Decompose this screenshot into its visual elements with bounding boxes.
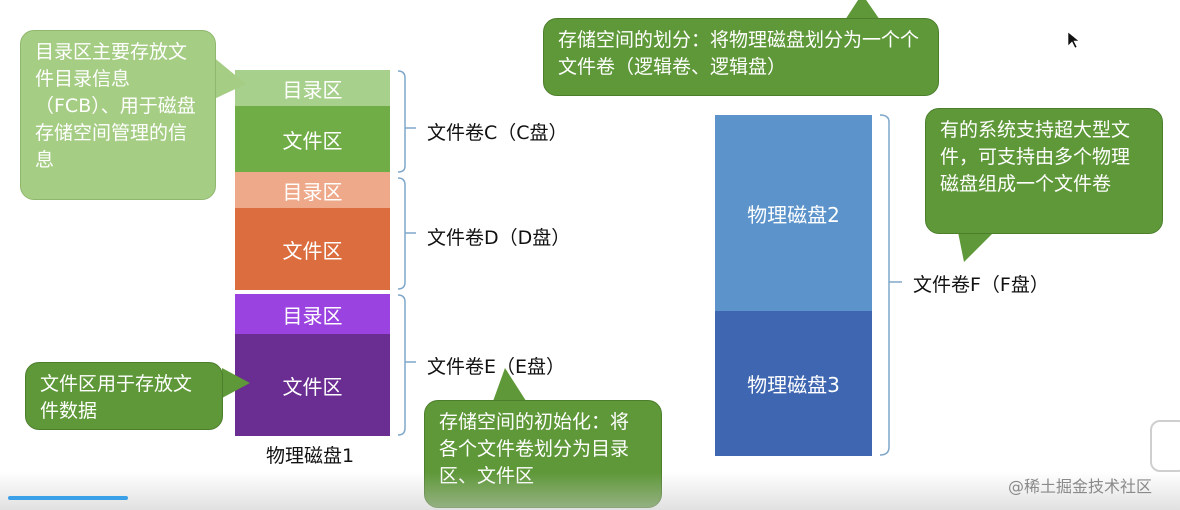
- physical-disk-1: 目录区 文件区 目录区 文件区 目录区 文件区: [235, 70, 390, 436]
- side-panel-icon[interactable]: [1150, 420, 1180, 472]
- disk1-label: 物理磁盘1: [266, 445, 355, 467]
- watermark: @稀土掘金技术社区: [1008, 477, 1153, 496]
- physical-disk-2: 物理磁盘2: [715, 115, 872, 311]
- volume-e-label: 文件卷E（E盘）: [427, 356, 566, 378]
- tail-large-file: [958, 232, 994, 262]
- disk1-segment-d-dir: 目录区: [235, 172, 390, 208]
- callout-large-file: 有的系统支持超大型文件，可支持由多个物理磁盘组成一个文件卷: [925, 108, 1163, 234]
- bracket-volume-e: [397, 294, 406, 436]
- callout-partition: 存储空间的划分：将物理磁盘划分为一个个文件卷（逻辑卷、逻辑盘）: [543, 18, 939, 96]
- disk1-segment-e-file: 文件区: [235, 334, 390, 436]
- disk1-segment-e-dir: 目录区: [235, 294, 390, 334]
- bracket-volume-d: [397, 177, 406, 290]
- disk1-segment-d-file: 文件区: [235, 208, 390, 290]
- volume-f-label: 文件卷F（F盘）: [913, 274, 1049, 296]
- cursor-icon: [1067, 31, 1080, 49]
- callout-file-area: 文件区用于存放文件数据: [25, 362, 223, 430]
- video-bottom-bar: [0, 472, 1180, 510]
- disk1-segment-c-file: 文件区: [235, 106, 390, 172]
- physical-disk-3: 物理磁盘3: [715, 311, 872, 456]
- tail-file-area: [222, 368, 250, 398]
- tail-dir-area: [212, 56, 246, 100]
- tail-init: [492, 368, 528, 404]
- bracket-volume-c: [397, 70, 406, 173]
- volume-c-label: 文件卷C（C盘）: [427, 122, 568, 144]
- bracket-volume-f: [879, 114, 890, 456]
- volume-d-label: 文件卷D（D盘）: [427, 227, 571, 249]
- tail-partition: [845, 0, 880, 20]
- callout-dir-area: 目录区主要存放文件目录信息（FCB）、用于磁盘存储空间管理的信息: [20, 30, 216, 200]
- video-progress-bar[interactable]: [8, 496, 128, 500]
- disk1-segment-c-dir: 目录区: [235, 70, 390, 106]
